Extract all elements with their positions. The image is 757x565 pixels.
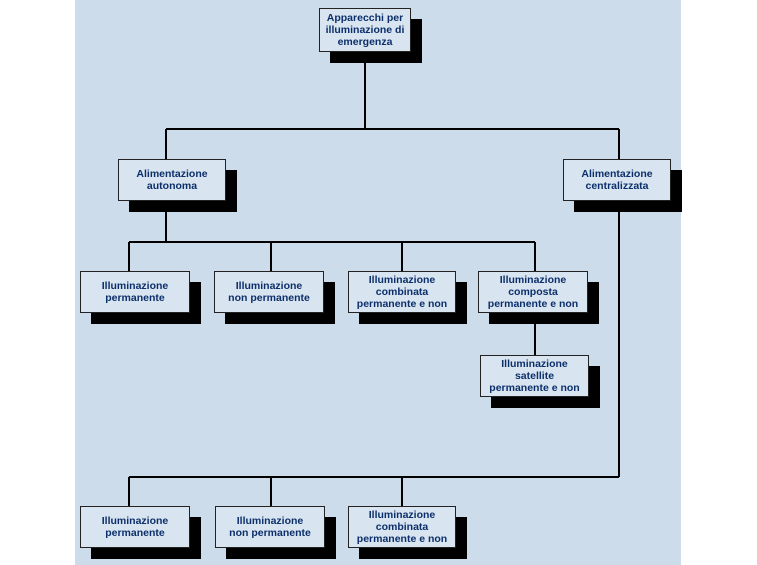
node-root: Apparecchi per illuminazione di emergenz… xyxy=(319,8,411,52)
node-a-illuminazione-non-permanente: Illuminazione non permanente xyxy=(214,271,324,313)
node-alimentazione-autonoma: Alimentazione autonoma xyxy=(118,159,226,201)
node-a-illuminazione-combinata: Illuminazione combinata permanente e non xyxy=(348,271,456,313)
node-a-illuminazione-permanente: Illuminazione permanente xyxy=(80,271,190,313)
node-c-illuminazione-non-permanente: Illuminazione non permanente xyxy=(215,506,325,548)
node-illuminazione-satellite: Illuminazione satellite permanente e non xyxy=(480,355,589,397)
node-c-illuminazione-combinata: Illuminazione combinata permanente e non xyxy=(348,506,456,548)
node-a-illuminazione-composta: Illuminazione composta permanente e non xyxy=(478,271,588,313)
node-alimentazione-centralizzata: Alimentazione centralizzata xyxy=(563,159,671,201)
node-c-illuminazione-permanente: Illuminazione permanente xyxy=(80,506,190,548)
